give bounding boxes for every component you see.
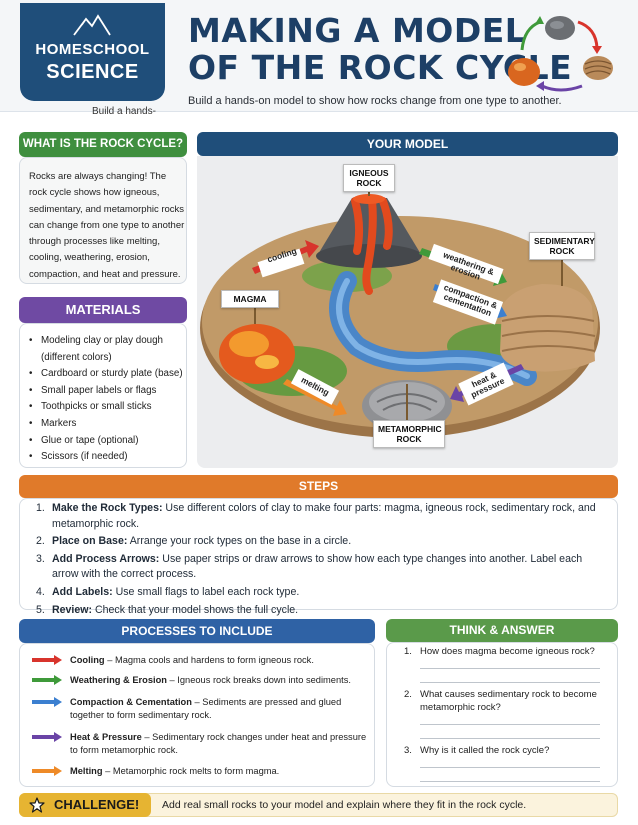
step-number: 2.: [36, 535, 45, 548]
model-heading: YOUR MODEL: [197, 132, 618, 156]
answer-line[interactable]: [420, 682, 600, 683]
page-title: MAKING A MODEL OF THE ROCK CYCLE: [188, 12, 572, 86]
step-text: Use different colors of clay to make fou…: [52, 502, 596, 530]
answer-line[interactable]: [420, 781, 600, 782]
step-number: 3.: [36, 552, 45, 565]
mountain-icon: [73, 14, 111, 36]
flag-metamorphic: METAMORPHIC ROCK: [373, 420, 445, 448]
step-number: 4.: [36, 585, 45, 598]
process-name: Heat & Pressure: [70, 732, 142, 742]
list-item: 5. Review: Check that your model shows th…: [36, 603, 606, 619]
page-header: HOMESCHOOL SCIENCE MAKING A MODEL OF THE…: [0, 0, 638, 117]
badge-line1: HOMESCHOOL: [35, 41, 150, 58]
step-title: Add Process Arrows:: [52, 552, 160, 565]
question-number: 3.: [404, 745, 412, 756]
step-title: Add Labels:: [52, 585, 113, 598]
answer-line[interactable]: [420, 668, 600, 669]
list-item: Small paper labels or flags: [29, 383, 187, 400]
question-text: What causes sedimentary rock to become m…: [420, 689, 597, 713]
processes-heading: PROCESSES TO INCLUDE: [19, 619, 375, 643]
list-item: 4. Add Labels: Use small flags to label e…: [36, 585, 606, 601]
process-desc: – Igneous rock breaks down into sediment…: [166, 675, 351, 685]
page-sublabel: Build a hands-: [92, 106, 156, 117]
step-text: Use small flags to label each rock type.: [112, 585, 300, 598]
brand-badge: HOMESCHOOL SCIENCE: [20, 3, 165, 101]
answer-line[interactable]: [420, 738, 600, 739]
title-line2: OF THE ROCK CYCLE: [188, 48, 573, 87]
blue-arrow-icon: [32, 697, 62, 707]
steps-panel: [19, 498, 618, 610]
process-desc: – Magma cools and hardens to form igneou…: [104, 655, 314, 665]
flag-magma: MAGMA: [221, 290, 279, 308]
step-text: Arrange your rock types on the base in a…: [127, 535, 352, 548]
question-text: How does magma become igneous rock?: [420, 646, 595, 657]
rock-cycle-icon: [508, 16, 613, 92]
process-name: Melting: [70, 766, 103, 776]
steps-list: 1. Make the Rock Types: Use different col…: [36, 501, 606, 620]
think-heading: THINK & ANSWER: [386, 619, 618, 642]
title-line1: MAKING A MODEL: [188, 11, 527, 50]
badge-line2: SCIENCE: [46, 61, 139, 83]
process-desc: – Sedimentary rock changes under heat an…: [70, 732, 367, 755]
list-item: Glue or tape (optional): [29, 433, 187, 450]
question-number: 1.: [404, 646, 412, 657]
page-subtitle: Build a hands-on model to show how rocks…: [188, 95, 562, 107]
list-item: Toothpicks or small sticks: [29, 399, 187, 416]
step-title: Review:: [52, 603, 93, 616]
list-item: Cardboard or sturdy plate (base): [29, 366, 187, 383]
step-title: Make the Rock Types:: [52, 502, 163, 514]
purple-arrow-icon: [32, 732, 62, 742]
process-name: Weathering & Erosion: [70, 675, 167, 685]
flag-sedimentary: SEDIMENTARY ROCK: [529, 232, 595, 260]
what-is-panel: [19, 157, 187, 284]
process-desc: – Metamorphic rock melts to form magma.: [102, 766, 280, 776]
answer-line[interactable]: [420, 724, 600, 725]
red-arrow-icon: [32, 655, 62, 665]
challenge-label: CHALLENGE!: [54, 797, 140, 812]
think-panel: [386, 642, 618, 787]
list-item: 3. Add Process Arrows: Use paper strips o…: [36, 552, 606, 583]
flag-igneous: IGNEOUS ROCK: [343, 164, 395, 192]
question-text: Why is it called the rock cycle?: [420, 745, 550, 756]
step-text: Check that your model shows the full cyc…: [92, 603, 299, 616]
steps-heading: STEPS: [19, 475, 618, 498]
step-title: Place on Base:: [52, 535, 128, 548]
materials-list: Modeling clay or play dough (different c…: [29, 333, 187, 466]
process-name: Compaction & Cementation: [70, 697, 192, 707]
what-is-text: Rocks are always changing! The rock cycl…: [29, 171, 185, 280]
what-is-heading: WHAT IS THE ROCK CYCLE?: [19, 132, 187, 157]
star-icon: [29, 797, 45, 813]
model-photo: IGNEOUS ROCK SEDIMENTARY ROCK MAGMA META…: [197, 156, 618, 468]
process-name: Cooling: [70, 655, 105, 665]
step-text: Use paper strips or draw arrows to show …: [52, 552, 583, 581]
answer-line[interactable]: [420, 767, 600, 768]
rock-cycle-model-illustration: [200, 184, 600, 438]
orange-arrow-icon: [32, 766, 62, 776]
question-number: 2.: [404, 689, 412, 700]
list-item: 1. Make the Rock Types: Use different col…: [36, 501, 606, 532]
materials-heading: MATERIALS: [19, 297, 187, 323]
green-arrow-icon: [32, 675, 62, 685]
list-item: Markers: [29, 416, 187, 433]
list-item: 2. Place on Base: Arrange your rock types…: [36, 534, 606, 550]
challenge-tag: CHALLENGE!: [19, 793, 151, 817]
step-number: 5.: [36, 603, 45, 616]
step-number: 1.: [36, 502, 45, 514]
processes-panel: [19, 643, 375, 787]
challenge-text: Add real small rocks to your model and e…: [162, 799, 527, 811]
process-desc: – Sediments are pressed and glued togeth…: [70, 697, 342, 720]
list-item: Scissors (if needed): [29, 449, 187, 466]
list-item: Modeling clay or play dough (different c…: [29, 333, 187, 366]
